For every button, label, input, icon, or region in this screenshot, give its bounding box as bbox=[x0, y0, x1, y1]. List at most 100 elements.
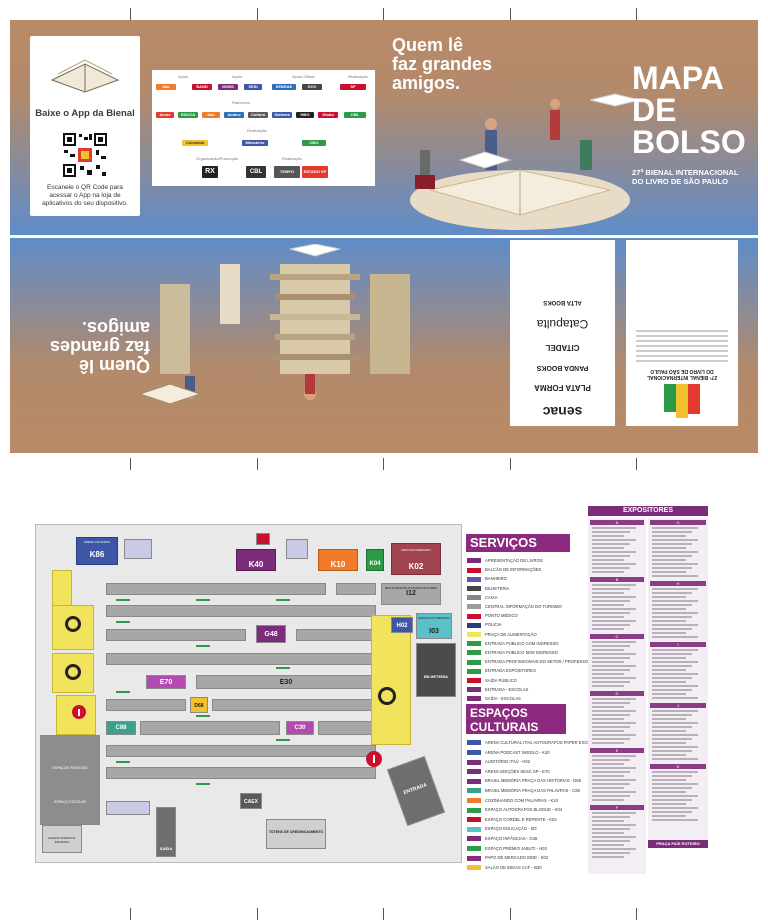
expositores-section-letter: K bbox=[650, 764, 706, 769]
expositor-entry bbox=[592, 559, 624, 561]
legend-label: ESPAÇO EDUCAÇÃO - I03 bbox=[485, 826, 537, 832]
book-icon bbox=[50, 59, 120, 93]
fork-knife-icon bbox=[65, 616, 81, 632]
booth-label: K86 bbox=[89, 550, 105, 559]
sponsor-logo: EDUCA bbox=[178, 112, 198, 118]
legend-label: SALÃO DE IDEIAS CAF - B30 bbox=[485, 864, 542, 870]
expositor-entry bbox=[592, 856, 624, 858]
booth-row[interactable] bbox=[106, 767, 376, 779]
booth-row[interactable] bbox=[296, 629, 376, 641]
booth-label: TOTENS DE CREDENCIAMENTO bbox=[268, 830, 324, 834]
expositor-entry bbox=[652, 758, 698, 760]
legend-label: BALCÃO DE INFORMAÇÕES bbox=[485, 567, 542, 573]
expositor-entry bbox=[652, 819, 698, 821]
ticket-office[interactable]: BILHETERIA bbox=[416, 643, 456, 697]
crop-mark bbox=[636, 8, 637, 20]
legend-swatch bbox=[467, 845, 481, 851]
booth-i12[interactable]: RESTAURANTE DOS EXPOSITORES I12 bbox=[381, 583, 441, 605]
booth-k86[interactable]: ARENA CULTURAL K86 bbox=[76, 537, 118, 565]
booth-k02[interactable]: PAPO DE MERCADO K02 bbox=[391, 543, 441, 575]
crop-mark bbox=[257, 8, 258, 20]
expositor-entry bbox=[592, 759, 630, 761]
legend-item: POLÍCIA bbox=[467, 620, 502, 629]
expositor-entry bbox=[652, 608, 686, 610]
expositor-entry bbox=[592, 616, 624, 618]
booth-d68[interactable]: D68 bbox=[190, 697, 208, 713]
booth-c30[interactable]: C30 bbox=[286, 721, 314, 735]
booth-k40[interactable]: K40 bbox=[236, 549, 276, 571]
entrance[interactable]: ENTRADA bbox=[386, 755, 446, 827]
booth-h02[interactable]: H02 bbox=[391, 617, 413, 633]
expositor-entry bbox=[652, 661, 698, 663]
booth-row[interactable] bbox=[106, 583, 326, 595]
legend-item: CENTRAL INFORMAÇÃO DO TURISMO bbox=[467, 602, 562, 611]
caex[interactable]: CAEX bbox=[240, 793, 262, 809]
sponsor-logo: Globo bbox=[318, 112, 338, 118]
expositor-entry bbox=[592, 832, 624, 834]
legend-label: ESPAÇO AUTOGRAFOS BLOGUE - K04 bbox=[485, 807, 563, 813]
booth-row[interactable] bbox=[106, 653, 376, 665]
expositor-entry bbox=[652, 575, 698, 577]
expositor-entry bbox=[592, 718, 624, 720]
booth-row[interactable] bbox=[212, 699, 376, 711]
expositor-entry bbox=[592, 600, 630, 602]
expositor-entry bbox=[652, 588, 698, 590]
expositores-section-letter: D bbox=[590, 691, 644, 696]
booth-g48[interactable]: G48 bbox=[256, 625, 286, 643]
booth-i03[interactable]: ESPAÇO DO BEIZANO I03 bbox=[416, 613, 452, 639]
special-entrance[interactable]: ACESSO ESPECIAL ENTRADA bbox=[42, 825, 82, 853]
expositor-entry bbox=[652, 539, 698, 541]
expositor-entry bbox=[592, 624, 630, 626]
booth-e70[interactable]: E70 bbox=[146, 675, 186, 689]
route-arrow bbox=[276, 739, 290, 741]
booth-row[interactable] bbox=[318, 721, 376, 735]
expositor-entry bbox=[652, 665, 692, 667]
booth-row[interactable] bbox=[336, 583, 376, 595]
booth-label: CAEX bbox=[244, 799, 258, 805]
booth-row[interactable] bbox=[106, 629, 246, 641]
expositores-section-letter: H bbox=[650, 581, 706, 586]
booth-k04[interactable]: K04 bbox=[366, 549, 384, 571]
expositor-entry bbox=[652, 604, 692, 606]
legend-swatch bbox=[467, 749, 481, 755]
expositor-entry bbox=[652, 547, 686, 549]
qr-card: Baixe o App da Bienal Escaneie o QR Code… bbox=[30, 36, 140, 216]
exit[interactable]: SAÍDA bbox=[156, 807, 176, 857]
cover-subtitle-line: 27ª BIENAL INTERNACIONAL bbox=[632, 168, 739, 177]
booth-row[interactable] bbox=[140, 721, 280, 735]
partner-logo: PLATA FORMA bbox=[534, 383, 591, 392]
sponsor-logo: SESI bbox=[244, 84, 262, 90]
expositor-entry bbox=[592, 836, 636, 838]
qr-code[interactable] bbox=[62, 132, 108, 178]
legend-label: SAÍDA PÚBLICO bbox=[485, 677, 517, 683]
expositor-entry bbox=[652, 746, 698, 748]
booth-row[interactable] bbox=[106, 699, 186, 711]
expositor-entry bbox=[652, 620, 686, 622]
sponsor-caption: Realização bbox=[247, 128, 267, 133]
booth-row[interactable] bbox=[106, 605, 376, 617]
sponsor-logo: MVBS bbox=[218, 84, 238, 90]
booth-k10[interactable]: K10 bbox=[318, 549, 358, 571]
expositores-section-letter: E bbox=[590, 748, 644, 753]
expositor-entry bbox=[592, 714, 630, 716]
book-stack-illustration bbox=[138, 244, 410, 405]
sponsor-logo: SP bbox=[340, 84, 366, 90]
cover-title: MAPA DE BOLSO bbox=[632, 62, 757, 158]
legend-swatch bbox=[467, 641, 481, 647]
booth-row[interactable]: E30 bbox=[196, 675, 376, 689]
expositor-entry bbox=[652, 649, 698, 651]
expositor-entry bbox=[592, 783, 630, 785]
booth-c88[interactable]: C88 bbox=[106, 721, 136, 735]
legend-label: BANHEIRO bbox=[485, 576, 507, 582]
legend-swatch bbox=[467, 759, 481, 765]
booth-label: ENTRADA bbox=[402, 782, 428, 797]
booth-row[interactable] bbox=[106, 745, 376, 757]
expositor-entry bbox=[592, 535, 624, 537]
expositor-entry bbox=[592, 669, 630, 671]
food-court bbox=[371, 615, 411, 745]
legend-item: ENTRADA PÚBLICO SEM INGRESSO bbox=[467, 648, 558, 657]
expositor-entry bbox=[652, 551, 698, 553]
expositor-entry bbox=[652, 750, 692, 752]
expositor-entry bbox=[592, 608, 636, 610]
accreditation-totems[interactable]: TOTENS DE CREDENCIAMENTO bbox=[266, 819, 326, 849]
